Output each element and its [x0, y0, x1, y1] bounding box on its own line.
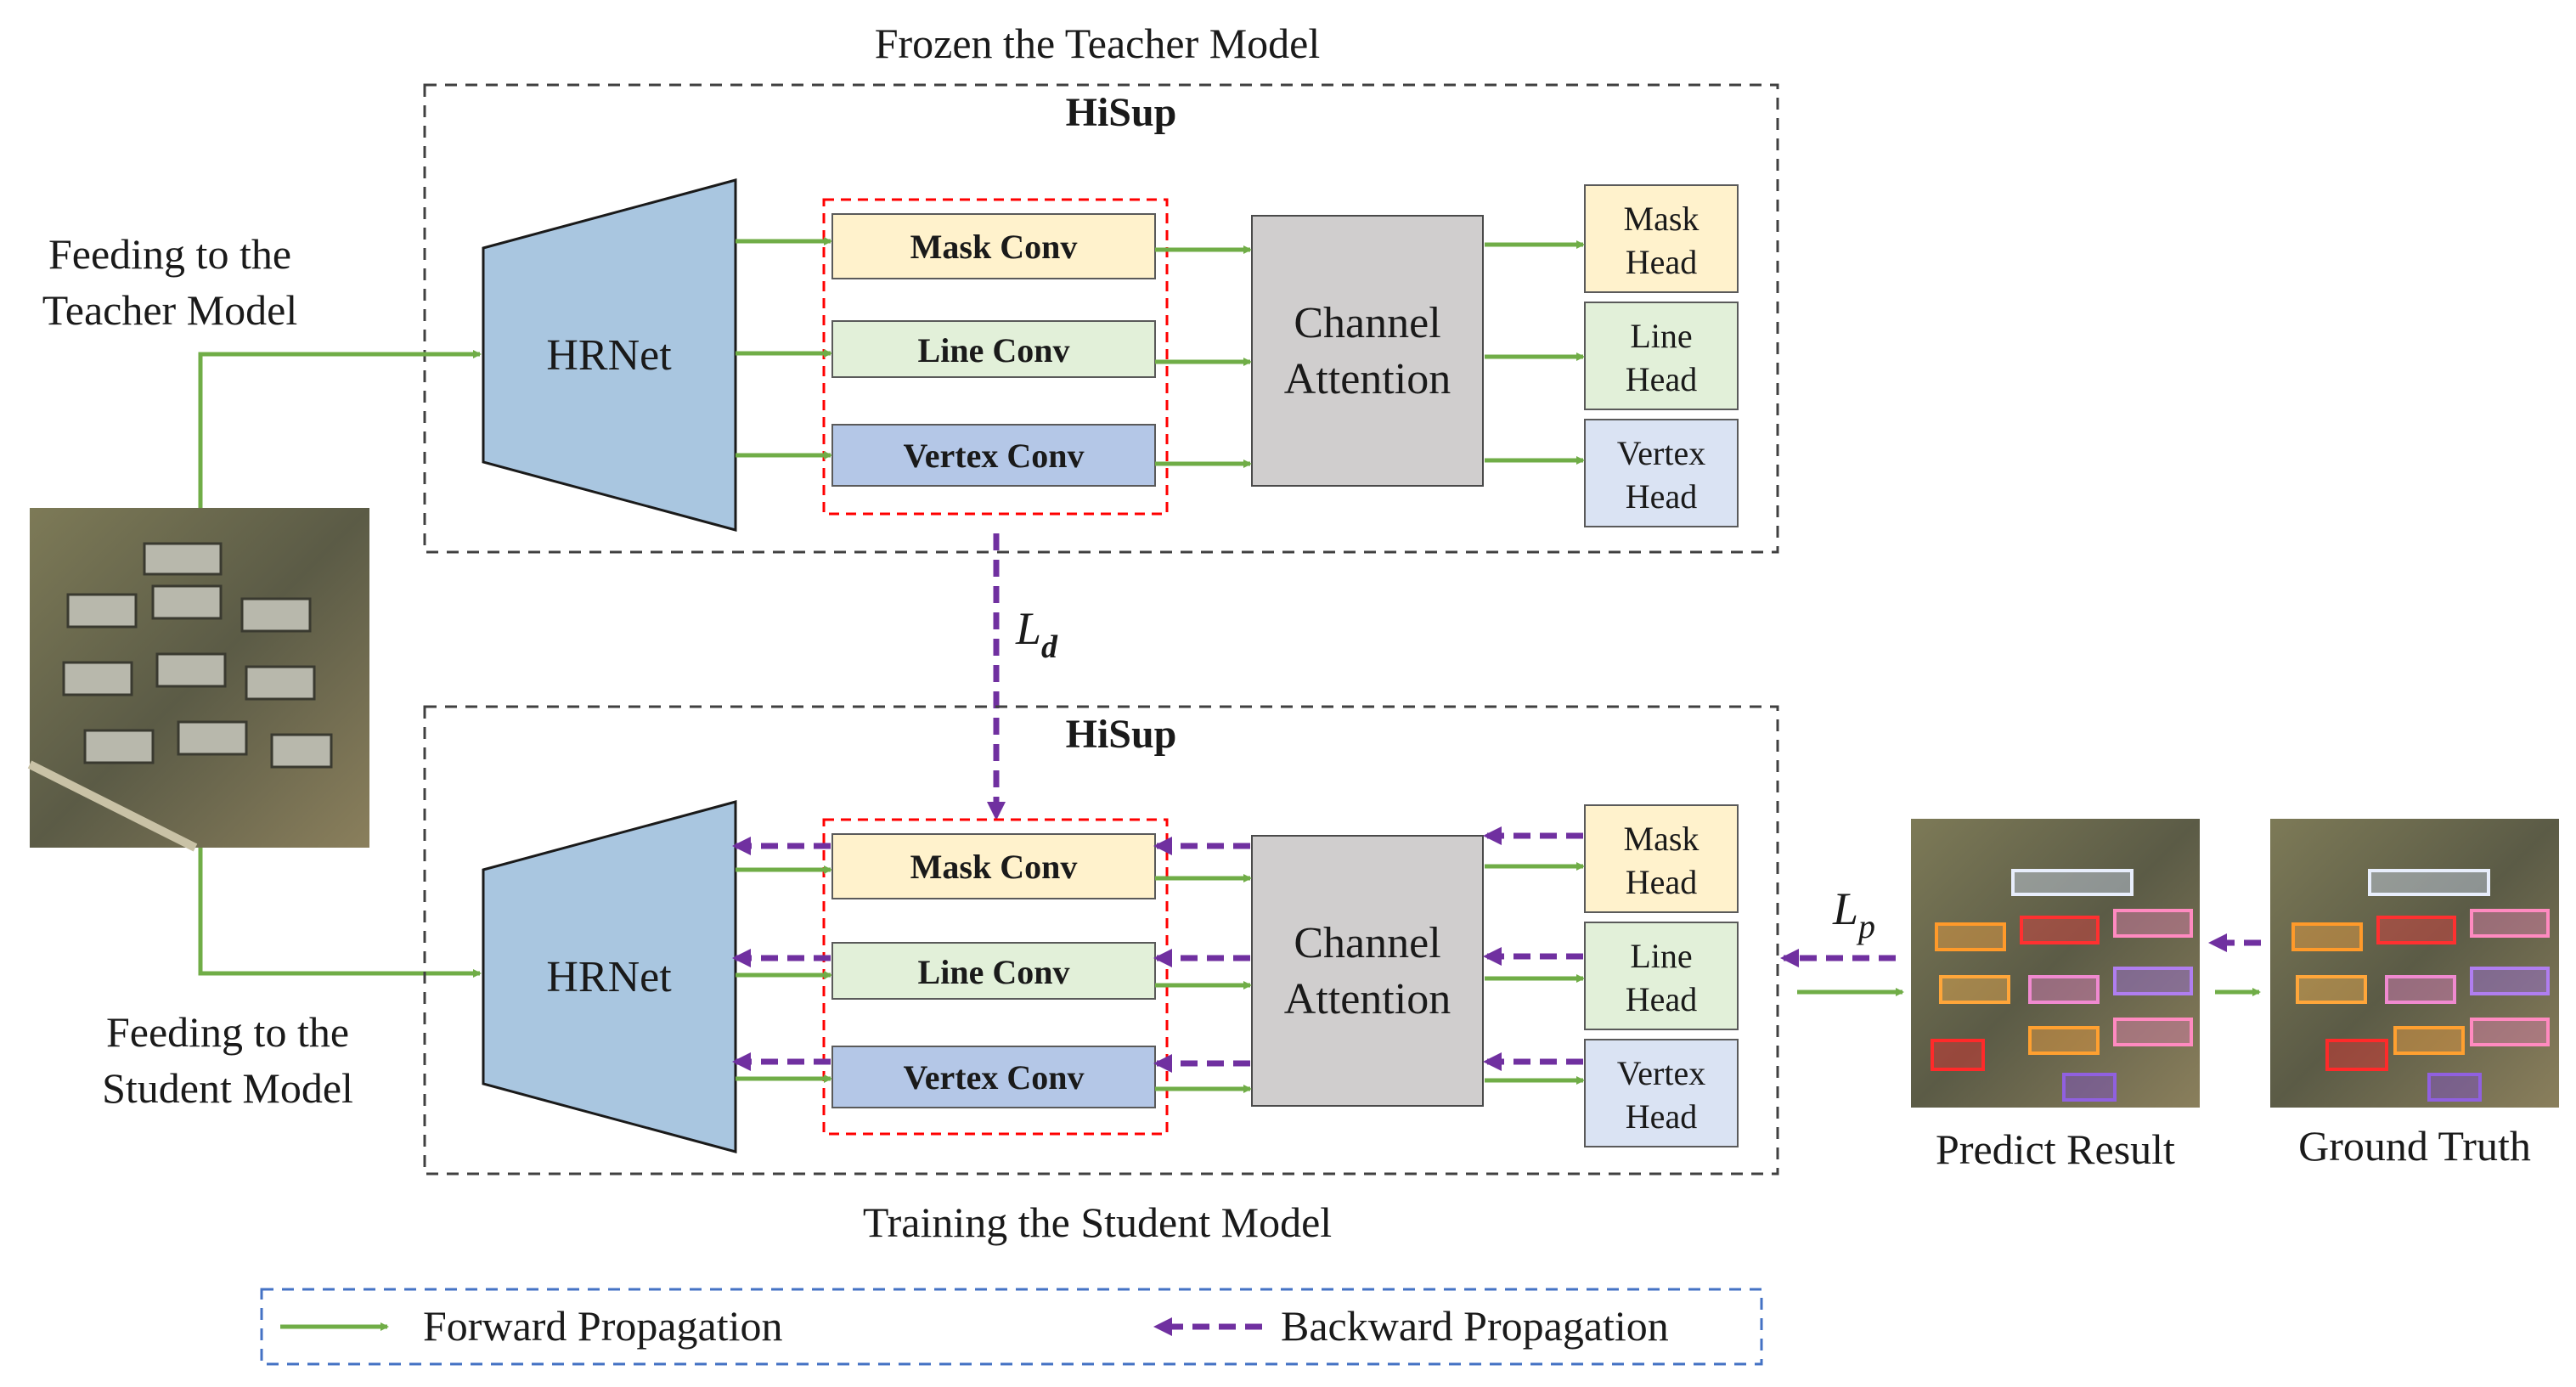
student-line-conv-label: Line Conv	[918, 953, 1070, 991]
student-attention-line2: Attention	[1284, 975, 1451, 1023]
teacher-model-title: HiSup	[1066, 90, 1177, 135]
student-attention-line1: Channel	[1294, 919, 1440, 967]
student-mask-head-line1: Mask	[1624, 820, 1699, 858]
legend: Forward Propagation Backward Propagation	[260, 1288, 1763, 1366]
student-mask-head	[1584, 804, 1739, 913]
teacher-line-conv	[831, 320, 1156, 378]
teacher-line-conv-label: Line Conv	[918, 331, 1070, 369]
student-line-head-line2: Head	[1626, 980, 1697, 1018]
student-line-head-line1: Line	[1630, 937, 1692, 975]
teacher-line-head	[1584, 302, 1739, 410]
student-mask-head-line2: Head	[1626, 863, 1697, 901]
student-model-title: HiSup	[1066, 712, 1177, 757]
legend-forward-label: Forward Propagation	[423, 1302, 783, 1350]
teacher-vertex-conv	[831, 424, 1156, 487]
teacher-hrnet-block	[482, 178, 737, 532]
student-panel: HiSup HRNet Mask Conv Line Conv Vertex C…	[423, 705, 1779, 1176]
student-input-label-line1: Feeding to the	[106, 1008, 349, 1056]
input-aerial-image	[27, 508, 369, 852]
student-vertex-head	[1584, 1039, 1739, 1147]
student-mask-conv	[831, 833, 1156, 899]
teacher-mask-head	[1584, 184, 1739, 293]
student-channel-attention	[1251, 835, 1484, 1107]
student-hrnet-label: HRNet	[546, 953, 672, 1001]
teacher-vertex-head-line2: Head	[1626, 477, 1697, 516]
prediction-loss-symbol: L	[1832, 883, 1858, 934]
teacher-line-head-line1: Line	[1630, 317, 1692, 355]
teacher-mask-head-line1: Mask	[1624, 200, 1699, 238]
distill-loss-subscript: d	[1041, 629, 1058, 665]
legend-backward-label: Backward Propagation	[1281, 1302, 1669, 1350]
teacher-panel-frame	[423, 83, 1779, 554]
prediction-loss-subscript: p	[1856, 907, 1875, 945]
teacher-mask-conv-label: Mask Conv	[910, 228, 1078, 266]
teacher-vertex-conv-label: Vertex Conv	[904, 437, 1085, 475]
student-vertex-conv	[831, 1046, 1156, 1108]
ground-truth-label: Ground Truth	[2298, 1122, 2531, 1170]
distill-loss-symbol: L	[1015, 603, 1041, 654]
student-panel-frame	[423, 705, 1779, 1176]
teacher-panel: HiSup HRNet Mask Conv Line Conv Vertex C…	[423, 83, 1779, 554]
student-line-head	[1584, 922, 1739, 1030]
teacher-vertex-head-line1: Vertex	[1617, 434, 1705, 472]
prediction-loss-label: Lp	[1832, 883, 1875, 945]
teacher-line-head-line2: Head	[1626, 360, 1697, 398]
teacher-channel-attention	[1251, 215, 1484, 487]
teacher-input-label-line1: Feeding to the	[48, 230, 291, 278]
legend-frame	[260, 1288, 1763, 1366]
student-line-conv	[831, 942, 1156, 1000]
predict-result-image	[1911, 819, 2200, 1108]
teacher-caption: Frozen the Teacher Model	[875, 20, 1321, 67]
student-hrnet-block	[482, 800, 737, 1153]
teacher-vertex-head	[1584, 419, 1739, 527]
teacher-hrnet-label: HRNet	[546, 331, 672, 380]
distill-loss-label: Ld	[1015, 603, 1058, 665]
teacher-mask-conv	[831, 213, 1156, 279]
teacher-attention-line1: Channel	[1294, 299, 1440, 347]
teacher-attention-line2: Attention	[1284, 355, 1451, 403]
student-input-label-line2: Student Model	[102, 1064, 353, 1112]
ground-truth-image	[2270, 819, 2559, 1108]
predict-result-label: Predict Result	[1936, 1125, 2175, 1173]
teacher-mask-head-line2: Head	[1626, 243, 1697, 281]
student-vertex-head-line2: Head	[1626, 1097, 1697, 1136]
student-mask-conv-label: Mask Conv	[910, 848, 1078, 886]
student-feed-arrow	[198, 848, 482, 978]
teacher-feed-arrow	[198, 350, 482, 508]
student-vertex-head-line1: Vertex	[1617, 1054, 1705, 1092]
teacher-input-label-line2: Teacher Model	[42, 286, 298, 334]
student-vertex-conv-label: Vertex Conv	[904, 1058, 1085, 1097]
student-caption: Training the Student Model	[863, 1198, 1332, 1246]
